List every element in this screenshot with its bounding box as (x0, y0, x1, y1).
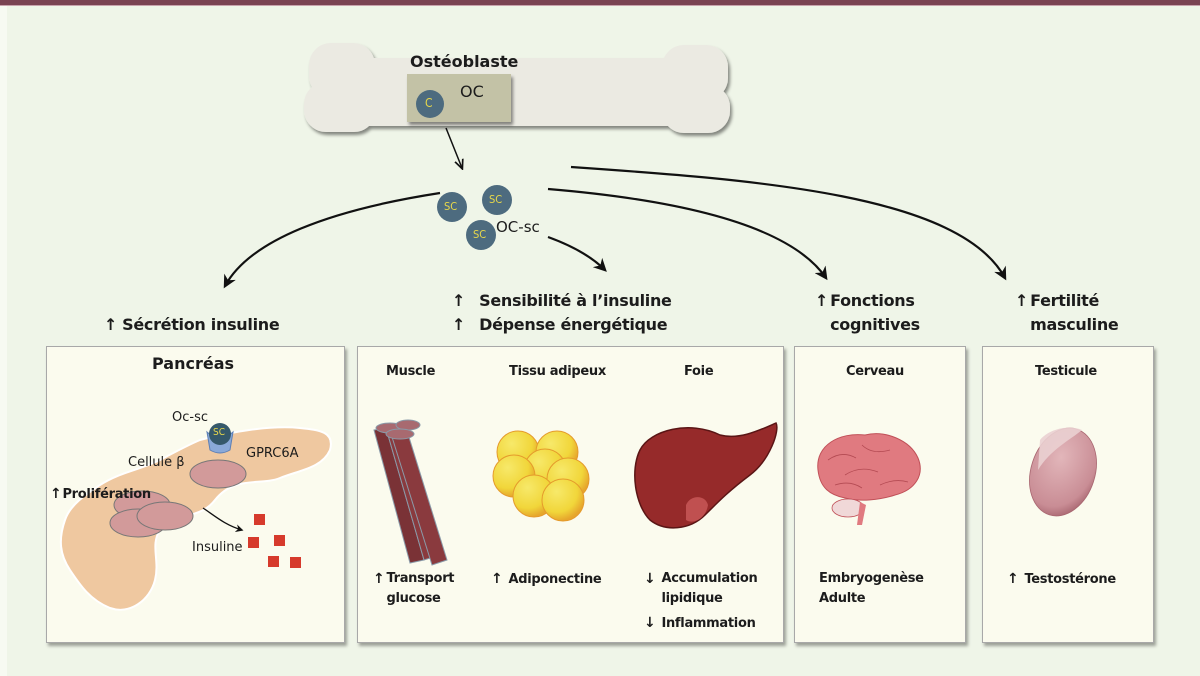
ligand-label: Oc-sc (172, 410, 208, 425)
insulin-granules (248, 514, 301, 568)
arrow-up-icon: ↑ (1007, 571, 1019, 587)
sc-label-1: SC (444, 200, 458, 213)
arrow-down-icon: ↓ (644, 571, 656, 587)
osteoblast-title: Ostéoblaste (410, 52, 519, 71)
oc-label: OC (460, 82, 484, 101)
brain-note-embryogenesis: Embryogenèse (819, 571, 924, 586)
arrow-up-icon: ↑ (815, 291, 829, 310)
sc-label-2: SC (489, 193, 503, 206)
arrow-up-icon: ↑ (452, 291, 466, 310)
insulin-label: Insuline (192, 540, 243, 555)
insulin-release-arrow (202, 507, 244, 532)
oc-sc-label: OC-sc (496, 218, 540, 236)
effect-male-fertility: ↑Fertilité masculine (1015, 289, 1145, 337)
effect-cognitive-functions: ↑Fonctions cognitives (815, 289, 945, 337)
arrow-up-icon: ↑ (104, 315, 118, 334)
left-margin-strip (0, 6, 7, 676)
top-border-bar (0, 0, 1200, 6)
sc-circle-3 (466, 220, 496, 250)
beta-cell (189, 459, 247, 489)
pancreas-illustration (59, 426, 332, 611)
adipose-illustration (492, 430, 590, 522)
liver-effect-lipid: ↓ Accumulation lipidique (644, 569, 774, 609)
effect-text: Accumulation lipidique (661, 571, 758, 606)
effect-text: Fertilité masculine (1030, 291, 1119, 334)
organ-brain-title: Cerveau (846, 364, 904, 379)
arrow-up-icon: ↑ (1015, 291, 1029, 310)
sc-label-3: SC (473, 228, 487, 241)
arrow-up-icon: ↑ (452, 315, 466, 334)
effect-text: Sensibilité à l’insuline (479, 291, 672, 310)
arrow-up-icon: ↑ (491, 571, 503, 587)
sc-circle-2 (482, 185, 512, 215)
effect-text: Adiponectine (508, 572, 602, 587)
ligand-circle-label: SC (213, 427, 225, 438)
effect-energy-expenditure: ↑ Dépense énergétique (452, 313, 668, 337)
beta-cell-label: Cellule β (128, 455, 185, 470)
effect-text: Dépense énergétique (479, 315, 668, 334)
organ-muscle-title: Muscle (386, 364, 436, 379)
arrow-bone-to-osteocalcin (445, 127, 462, 168)
effect-text: Inflammation (661, 616, 756, 631)
arrow-up-icon: ↑ (373, 571, 385, 587)
muscle-illustration (373, 419, 448, 566)
effect-text: Transport glucose (386, 571, 455, 606)
effect-insulin-sensitivity: ↑ Sensibilité à l’insuline (452, 289, 672, 313)
arrow-down-icon: ↓ (644, 615, 656, 631)
sc-circle-1 (437, 192, 467, 222)
arrow-up-icon: ↑ (50, 486, 62, 502)
brain-note-adult: Adulte (819, 591, 866, 606)
organ-adipose-title: Tissu adipeux (509, 364, 606, 379)
c-circle-label: C (425, 96, 433, 110)
arrow-to-metabolism (547, 235, 607, 272)
effect-text: Fonctions cognitives (830, 291, 920, 334)
osteocalcin-c-circle (416, 90, 444, 118)
organ-liver-title: Foie (684, 364, 714, 379)
bone-illustration (304, 43, 730, 133)
organ-testis-title: Testicule (1035, 364, 1097, 379)
adipose-effect: ↑ Adiponectine (491, 569, 602, 590)
proliferation-label: ↑Prolifération (50, 484, 151, 505)
beta-cell (136, 501, 194, 531)
liver-illustration (634, 422, 778, 529)
pancreas-title: Pancréas (152, 354, 235, 373)
effect-text: Sécrétion insuline (122, 315, 280, 334)
liver-effect-inflammation: ↓ Inflammation (644, 613, 756, 634)
testis-illustration (1029, 427, 1097, 517)
arrow-to-pancreas (223, 191, 441, 289)
proliferation-text: Prolifération (62, 487, 151, 502)
brain-illustration (817, 433, 921, 525)
muscle-effect: ↑Transport glucose (373, 569, 473, 609)
arrow-to-brain (547, 187, 828, 281)
effect-insulin-secretion: ↑Sécrétion insuline (104, 313, 280, 337)
ligand-sc-circle (209, 423, 231, 445)
arrow-to-testis (570, 165, 1007, 281)
effect-text: Testostérone (1024, 572, 1116, 587)
testis-effect: ↑ Testostérone (1007, 569, 1116, 590)
receptor-label: GPRC6A (246, 446, 299, 461)
